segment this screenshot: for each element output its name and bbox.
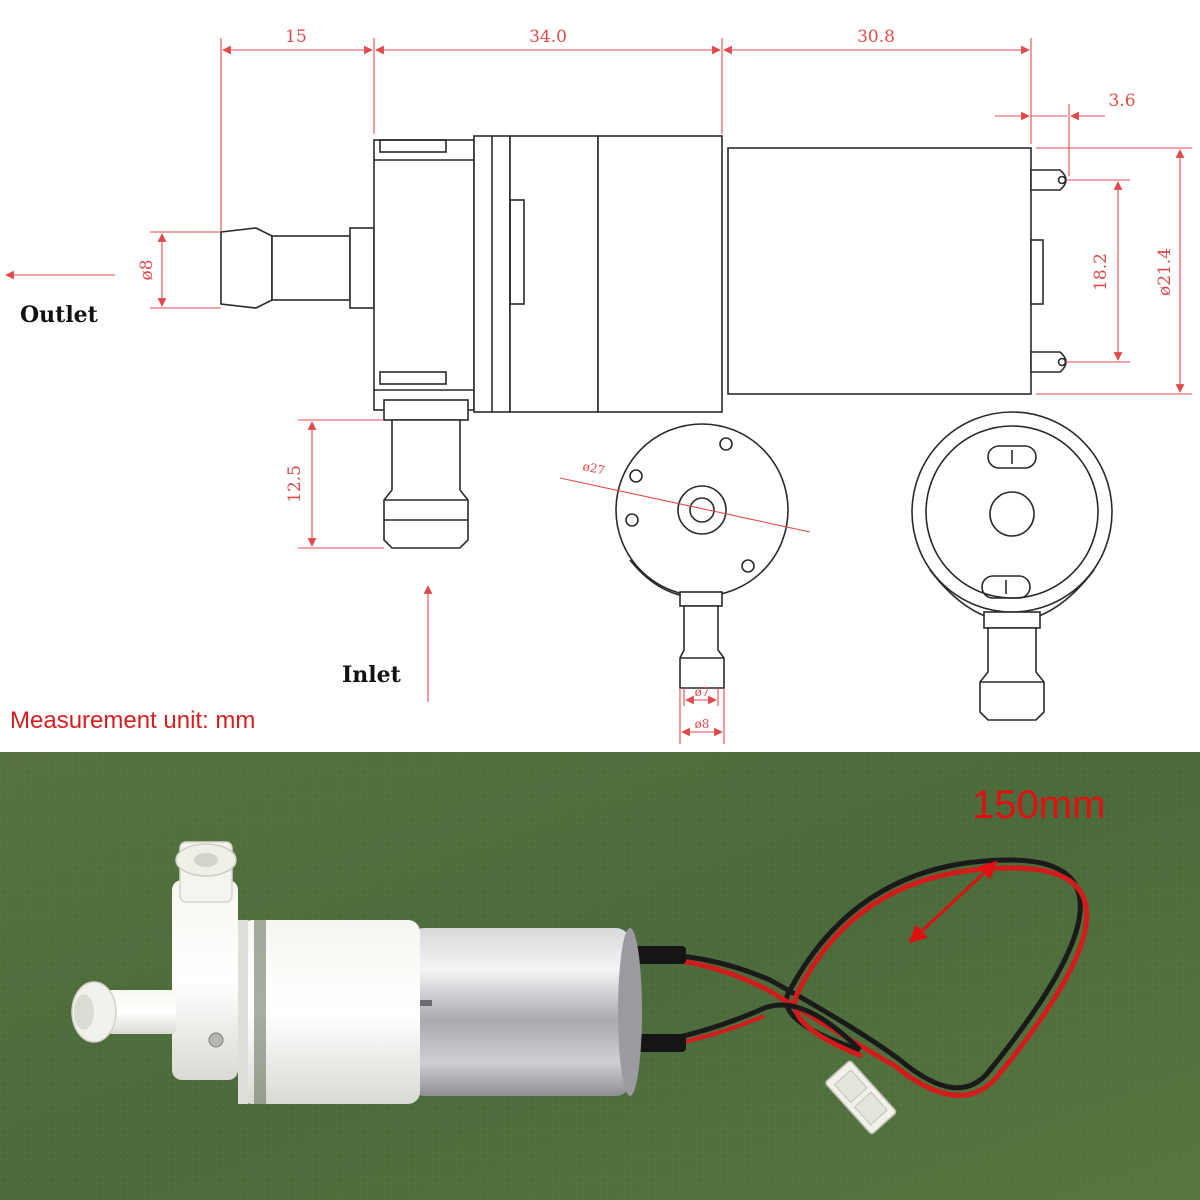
dim-terminal-offset: 3.6 <box>1108 91 1135 111</box>
pump-rear-view <box>911 411 1113 721</box>
dim-inlet-length: 12.5 <box>285 465 305 503</box>
cable-length-indicator: 150mm <box>908 783 1105 944</box>
top-dimension-chain: 15 34.0 30.8 <box>220 27 1032 232</box>
inlet-flow-indicator: Inlet <box>342 585 433 702</box>
jst-connector <box>825 1060 897 1135</box>
outlet-label: Outlet <box>20 302 99 328</box>
inlet-label: Inlet <box>342 662 402 688</box>
terminal-spacing-dimension: 18.2 <box>1066 179 1130 363</box>
outlet-diameter-dimension: ø8 <box>137 231 221 309</box>
outlet-flow-indicator: Outlet <box>5 270 115 328</box>
cable-length-label: 150mm <box>972 783 1105 827</box>
dim-outlet-length: 15 <box>285 27 307 47</box>
dim-body-diameter: ø27 <box>581 459 606 477</box>
dim-outlet-diameter: ø8 <box>137 259 157 280</box>
pump-side-view <box>220 135 1067 549</box>
motor-diameter-dimension: ø21.4 <box>1036 147 1192 395</box>
unit-note: Measurement unit: mm <box>10 707 255 734</box>
product-photo: 150mm <box>0 752 1200 1200</box>
dim-inlet-inner-diameter: ø7 <box>695 685 710 699</box>
dim-inlet-outer-diameter: ø8 <box>695 717 710 731</box>
dim-motor-diameter: ø21.4 <box>1155 248 1175 296</box>
dim-terminal-spacing: 18.2 <box>1091 253 1111 291</box>
technical-drawing: 15 34.0 30.8 3.6 <box>5 27 1192 744</box>
dim-motor-length: 30.8 <box>857 27 895 47</box>
dim-head-length: 34.0 <box>529 27 567 47</box>
terminal-offset-dimension: 3.6 <box>995 91 1136 176</box>
pump-front-view: ø27 ø7 ø8 <box>559 423 811 744</box>
pump-photo-body <box>71 841 642 1104</box>
lead-wires <box>626 857 1090 1098</box>
inlet-length-dimension: 12.5 <box>285 419 384 549</box>
